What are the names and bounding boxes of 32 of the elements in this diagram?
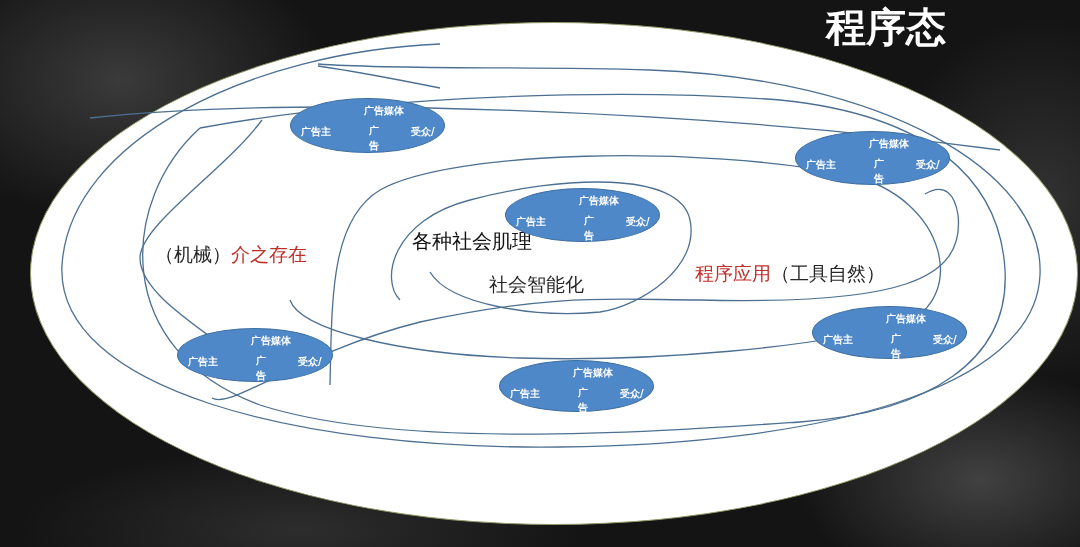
node-label: 受众/ <box>298 356 322 368</box>
node-label: 受众/ <box>411 126 435 138</box>
ellipse-node <box>177 328 333 382</box>
node-label: 广告主 <box>823 334 853 346</box>
node-label: 广告主 <box>188 356 218 368</box>
region-label: （机械） <box>155 242 231 266</box>
node-label: 广告 <box>874 157 884 186</box>
region-label: 介之存在 <box>231 242 307 266</box>
node-label: 广告 <box>891 332 901 361</box>
region-label: 程序应用 <box>695 261 771 285</box>
node-label: 广告 <box>256 354 266 383</box>
region-label: 各种社会肌理 <box>412 229 532 253</box>
region-label: 社会智能化 <box>489 272 584 296</box>
node-label: 受众/ <box>626 216 650 228</box>
node-heading: 广告媒体 <box>869 138 909 150</box>
node-label: 广告 <box>584 214 594 243</box>
node-label: 广告主 <box>510 388 540 400</box>
node-label: 广告主 <box>806 159 836 171</box>
node-heading: 广告媒体 <box>364 105 404 117</box>
node-heading: 广告媒体 <box>886 313 926 325</box>
node-label: 受众/ <box>916 159 940 171</box>
node-heading: 广告媒体 <box>579 195 619 207</box>
node-label: 广告主 <box>516 216 546 228</box>
region-label: （工具自然） <box>771 261 885 285</box>
node-heading: 广告媒体 <box>251 335 291 347</box>
node-label: 广告主 <box>301 126 331 138</box>
title: 程序态 <box>826 4 946 50</box>
node-label: 广告 <box>578 386 588 415</box>
node-label: 广告 <box>369 124 379 153</box>
node-label: 受众/ <box>620 388 644 400</box>
node-label: 受众/ <box>933 334 957 346</box>
node-heading: 广告媒体 <box>573 367 613 379</box>
